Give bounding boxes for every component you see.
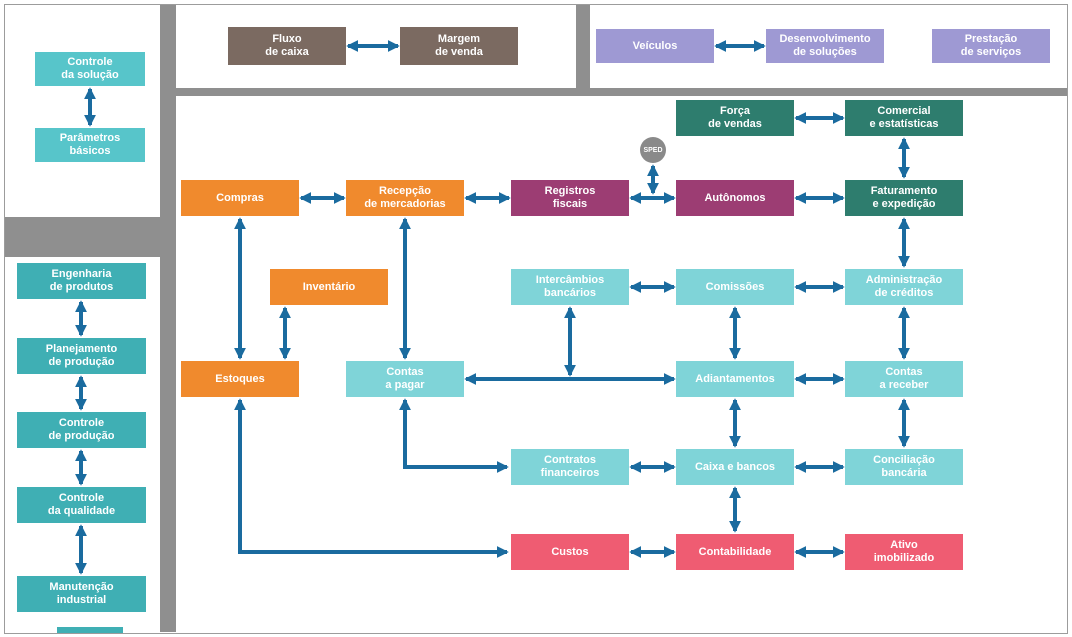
node-planejamento-producao: Planejamento de produção <box>17 338 146 374</box>
node-contratos-financeiros: Contratos financeiros <box>511 449 629 485</box>
node-contabilidade: Contabilidade <box>676 534 794 570</box>
separator-horizontal-top <box>176 88 1067 96</box>
sped-badge: SPED <box>640 137 666 163</box>
node-administracao-creditos: Administração de créditos <box>845 269 963 305</box>
node-recepcao-mercadorias: Recepção de mercadorias <box>346 180 464 216</box>
node-adiantamentos: Adiantamentos <box>676 361 794 397</box>
node-contas-pagar: Contas a pagar <box>346 361 464 397</box>
node-contas-receber: Contas a receber <box>845 361 963 397</box>
node-manutencao-industrial: Manutenção industrial <box>17 576 146 612</box>
node-inventario: Inventário <box>270 269 388 305</box>
node-parametros-basicos: Parâmetros básicos <box>35 128 145 162</box>
separator-vertical-top <box>576 5 590 88</box>
node-partial-bottom <box>57 627 123 633</box>
outer-border <box>4 4 1068 634</box>
node-estoques: Estoques <box>181 361 299 397</box>
node-desenvolvimento-solucoes: Desenvolvimento de soluções <box>766 29 884 63</box>
separator-horizontal-leftcol <box>5 217 160 257</box>
node-forca-vendas: Força de vendas <box>676 100 794 136</box>
node-controle-producao: Controle de produção <box>17 412 146 448</box>
node-ativo-imobilizado: Ativo imobilizado <box>845 534 963 570</box>
node-comissoes: Comissões <box>676 269 794 305</box>
node-conciliacao-bancaria: Conciliação bancária <box>845 449 963 485</box>
node-faturamento-expedicao: Faturamento e expedição <box>845 180 963 216</box>
node-controle-solucao: Controle da solução <box>35 52 145 86</box>
node-compras: Compras <box>181 180 299 216</box>
node-comercial-estatisticas: Comercial e estatísticas <box>845 100 963 136</box>
node-registros-fiscais: Registros fiscais <box>511 180 629 216</box>
node-custos: Custos <box>511 534 629 570</box>
panel-solution-control <box>5 5 160 217</box>
node-margem-venda: Margem de venda <box>400 27 518 65</box>
node-intercambios-bancarios: Intercâmbios bancários <box>511 269 629 305</box>
node-caixa-bancos: Caixa e bancos <box>676 449 794 485</box>
node-controle-qualidade: Controle da qualidade <box>17 487 146 523</box>
node-prestacao-servicos: Prestação de serviços <box>932 29 1050 63</box>
node-veiculos: Veículos <box>596 29 714 63</box>
node-autonomos: Autônomos <box>676 180 794 216</box>
node-fluxo-caixa: Fluxo de caixa <box>228 27 346 65</box>
node-engenharia-produtos: Engenharia de produtos <box>17 263 146 299</box>
separator-vertical-left <box>160 5 176 632</box>
